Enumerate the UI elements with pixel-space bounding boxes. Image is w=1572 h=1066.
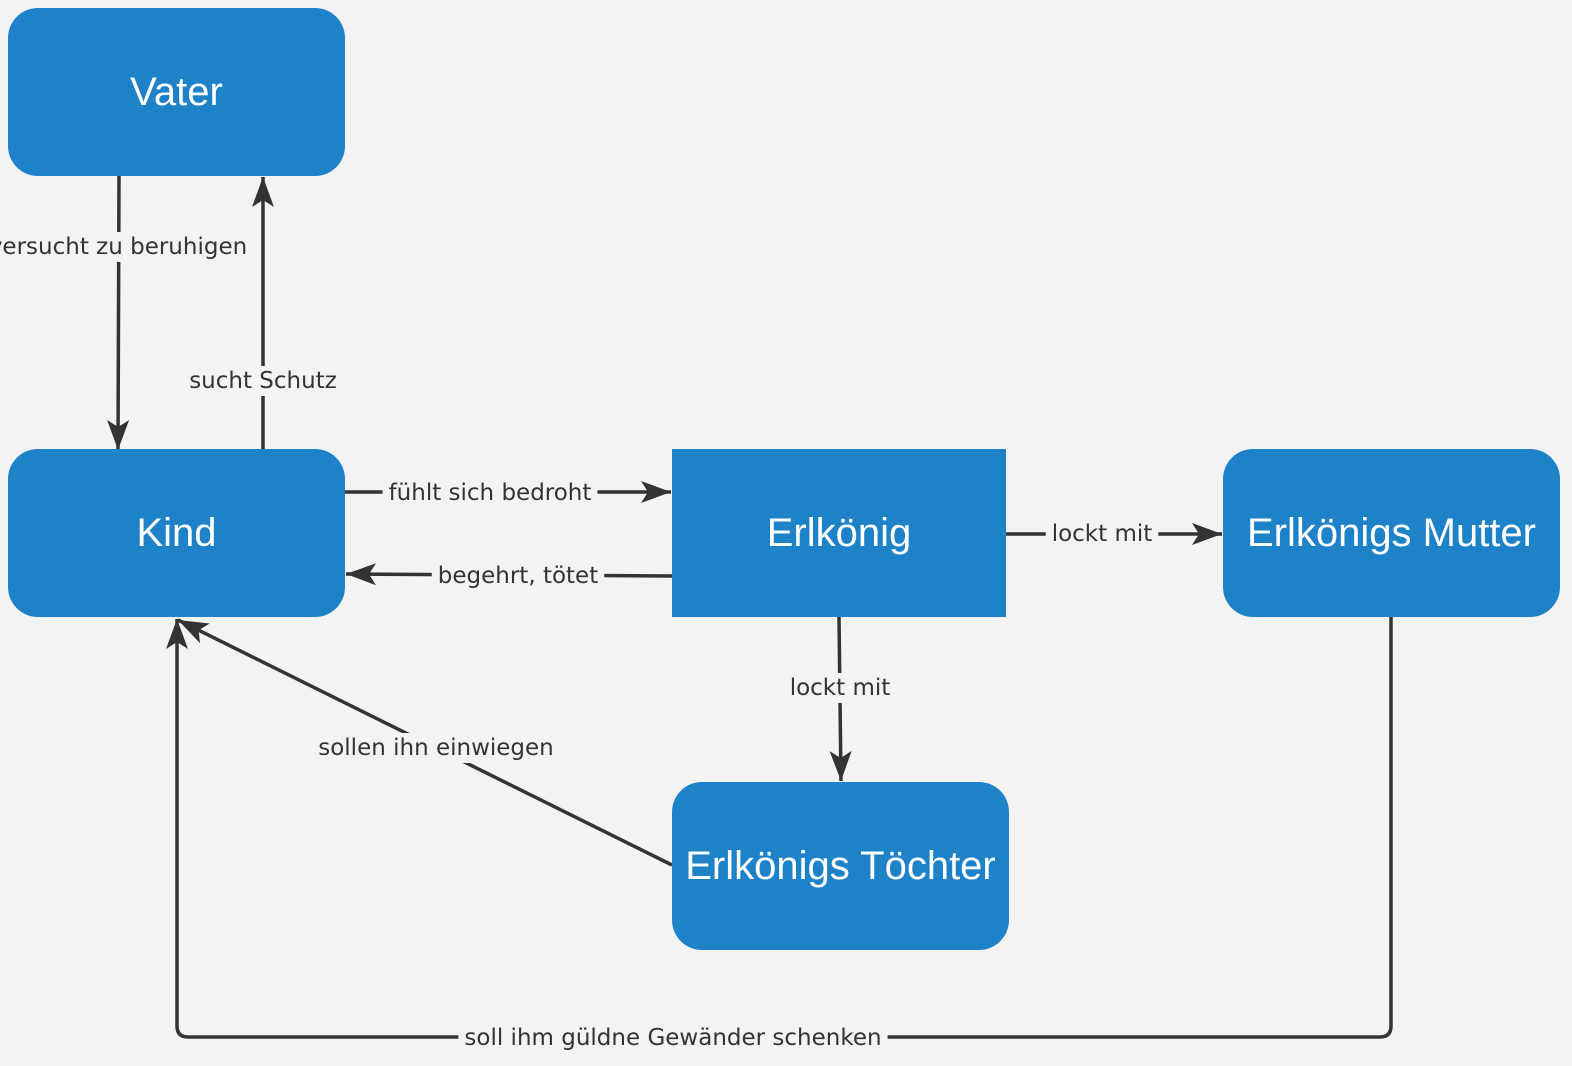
node-kind[interactable]: Kind	[8, 449, 345, 617]
edge-kind-vater[interactable]: sucht Schutz	[183, 177, 343, 449]
edge-label-erlkoenig-kind: begehrt, tötet	[438, 563, 598, 589]
edge-label-background	[183, 366, 343, 396]
node-erlkoenig-label: Erlkönig	[767, 511, 912, 555]
edge-erlkoenig-kind[interactable]: begehrt, tötet	[345, 561, 673, 591]
edge-label-background	[1045, 519, 1159, 549]
edge-label-erlkoenig-toechter: lockt mit	[790, 675, 891, 701]
edge-erlkoenig-mutter[interactable]: lockt mit	[1006, 519, 1222, 549]
edge-label-background	[458, 1023, 888, 1053]
node-erlkoenigs-mutter-label: Erlkönigs Mutter	[1247, 511, 1536, 555]
edge-label-kind-vater: sucht Schutz	[189, 368, 337, 394]
node-erlkoenigs-toechter-label: Erlkönigs Töchter	[685, 844, 996, 888]
edge-label-background	[382, 478, 598, 508]
edge-mutter-kind[interactable]: soll ihm güldne Gewänder schenken	[166, 617, 1393, 1053]
edge-label-kind-erlkoenig: fühlt sich bedroht	[389, 480, 592, 506]
edge-kind-erlkoenig[interactable]: fühlt sich bedroht	[345, 478, 671, 508]
node-vater[interactable]: Vater	[8, 8, 345, 176]
edge-label-toechter-kind: sollen ihn einwiegen	[318, 735, 554, 761]
edge-label-background	[783, 673, 897, 703]
edge-label-vater-kind: versucht zu beruhigen	[0, 234, 247, 260]
edge-vater-kind[interactable]: versucht zu beruhigen	[0, 175, 271, 451]
node-erlkoenigs-mutter[interactable]: Erlkönigs Mutter	[1223, 449, 1560, 617]
edge-toechter-kind[interactable]: sollen ihn einwiegen	[177, 618, 673, 867]
node-erlkoenigs-toechter[interactable]: Erlkönigs Töchter	[672, 782, 1009, 950]
node-kind-label: Kind	[136, 511, 216, 555]
node-erlkoenig[interactable]: Erlkönig	[672, 449, 1006, 617]
edge-erlkoenig-toechter[interactable]: lockt mit	[783, 616, 897, 782]
edge-label-erlkoenig-mutter: lockt mit	[1052, 521, 1153, 547]
edge-label-background	[0, 232, 271, 262]
edge-label-background	[431, 561, 605, 591]
edge-label-mutter-kind: soll ihm güldne Gewänder schenken	[464, 1025, 881, 1051]
node-vater-label: Vater	[130, 70, 223, 114]
edge-label-background	[312, 733, 560, 763]
edge-line-vater-kind	[107, 175, 130, 451]
